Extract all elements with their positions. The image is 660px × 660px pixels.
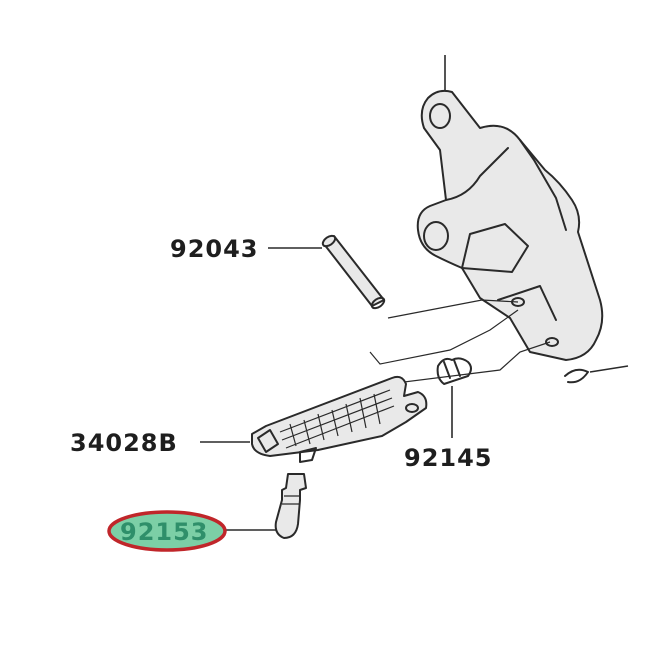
bracket-hole-mid [423,221,449,251]
pin-part [268,234,386,310]
spring-body [436,357,472,385]
spring-part [436,357,472,438]
bolt-part [220,473,307,539]
callout-92043: 92043 [170,235,259,263]
callout-34028B: 34028B [70,429,178,457]
bracket-ridge-1 [445,147,509,201]
assembly-line-c [387,341,551,385]
footpeg-bracket [416,55,629,384]
footpeg-grip-lines [279,389,395,449]
callout-92153: 92153 [120,518,209,546]
footpeg-body [251,375,428,457]
highlighted-callout: 92153 [107,510,227,552]
assembly-line-b [369,309,519,365]
circlip [564,368,589,384]
spring-coils [443,359,461,379]
bracket-hole-top [429,103,451,129]
bracket-hole-lower [545,337,559,347]
bolt-body [274,473,307,539]
footpeg-boss [299,447,317,463]
circlip-leader [589,365,629,373]
pin-end [370,296,386,310]
highlight-fill [110,513,224,549]
pin-head [321,234,337,248]
footpeg-part [200,375,428,463]
bracket-ridge-3 [497,285,557,321]
bracket-ridge-2 [519,139,567,231]
footpeg-tip [257,429,279,453]
assembly-line-a [387,299,519,319]
callout-92145: 92145 [404,444,493,472]
footpeg-grip-teeth [289,393,381,447]
highlight-ring [107,510,227,552]
bolt-thread [282,495,300,505]
assembly-lines [369,299,551,385]
pin-shaft [323,235,385,307]
footpeg-pivot-hole [405,403,419,413]
bracket-body [416,89,604,361]
bracket-recess [461,223,529,273]
